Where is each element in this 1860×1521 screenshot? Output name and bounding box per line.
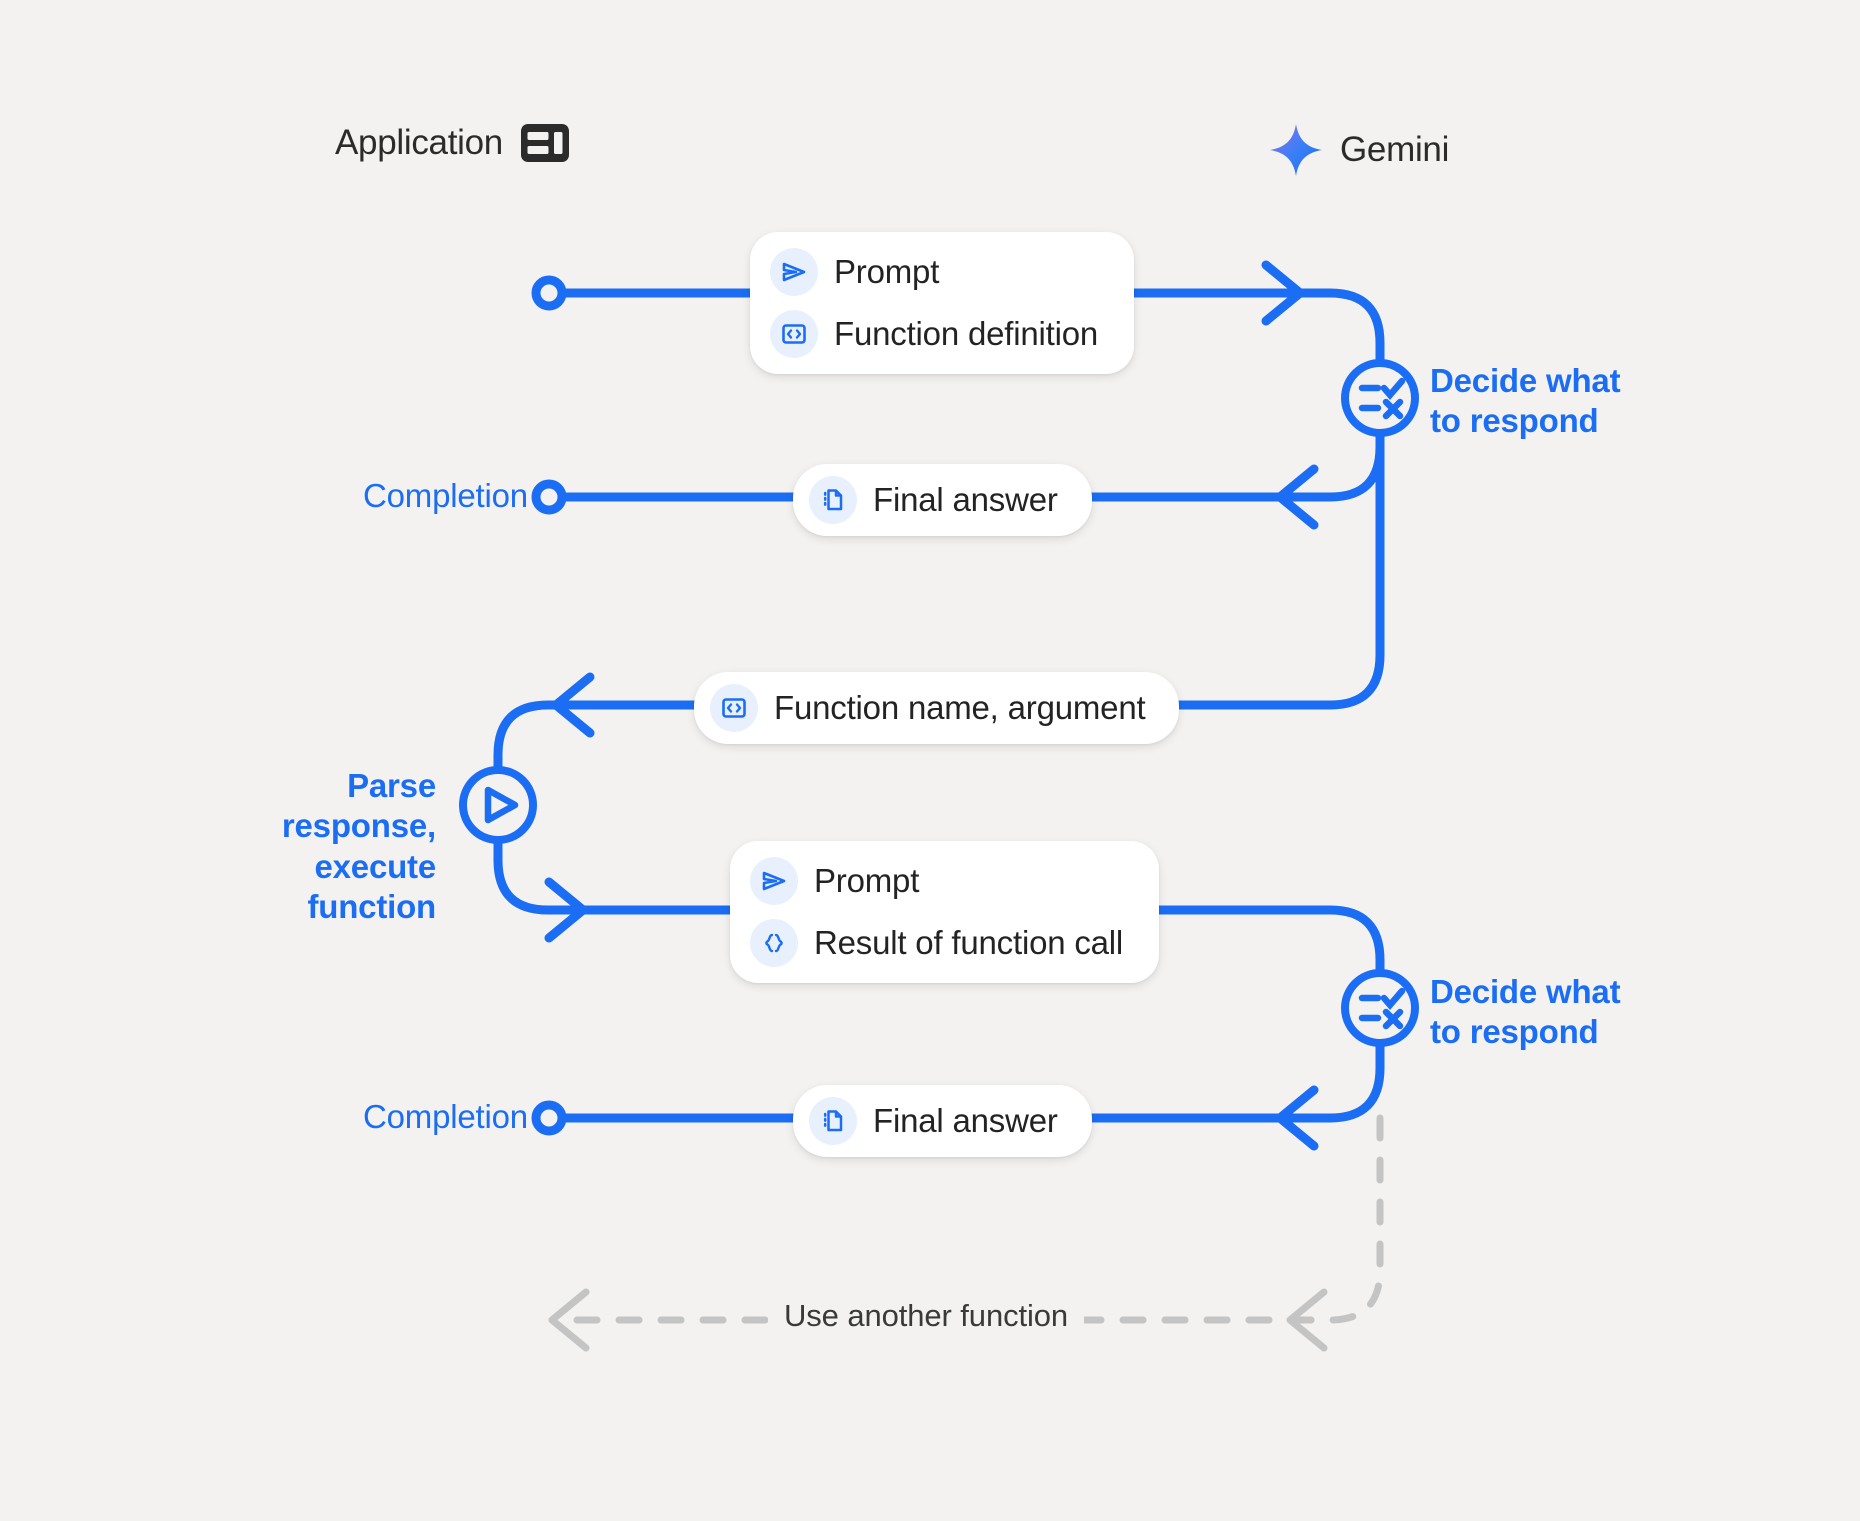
bubble-row-label: Final answer: [873, 481, 1058, 519]
send-prompt-icon: [750, 857, 798, 905]
dashboard-layout-icon: [519, 122, 571, 164]
message-bubble-function-call[interactable]: Function name, argument: [694, 672, 1180, 744]
bubble-row-label: Function name, argument: [774, 689, 1146, 727]
arrowhead-function-call: [551, 672, 595, 738]
bubble-row: Result of function call: [750, 919, 1123, 967]
process-node-decide-1[interactable]: [1341, 359, 1419, 437]
message-bubble-response-1[interactable]: Final answer: [793, 464, 1092, 536]
bubble-row-label: Function definition: [834, 315, 1099, 353]
arrowhead-loop-mid: [1286, 1288, 1328, 1352]
bubble-row-label: Result of function call: [814, 924, 1124, 962]
endpoint-label-completion-2: Completion: [363, 1098, 528, 1135]
process-label-decide-2: Decide what to respond: [1430, 973, 1621, 1051]
process-node-parse-execute[interactable]: [459, 766, 537, 844]
loop-back-path: [556, 1114, 1384, 1324]
bubble-row-label: Final answer: [873, 1102, 1058, 1140]
gemini-sparkle-icon: [1268, 122, 1324, 178]
flow-response-2: [544, 1015, 1385, 1123]
process-node-decide-2[interactable]: [1341, 969, 1419, 1047]
checklist-decision-icon: [1358, 377, 1406, 420]
bubble-row: Final answer: [809, 476, 1058, 524]
arrowhead-request-1: [1261, 260, 1305, 326]
arrowhead-request-2: [544, 877, 588, 943]
flow-request-2: [493, 815, 1385, 995]
arrowhead-response-1: [1275, 464, 1319, 530]
lane-label-application: Application: [335, 123, 503, 162]
lane-header-gemini: Gemini: [1268, 122, 1449, 178]
bubble-row-label: Prompt: [834, 253, 940, 291]
document-icon: [809, 1097, 857, 1145]
process-label-parse-execute: Parse response, execute function: [281, 767, 436, 925]
bubble-row: Function name, argument: [710, 684, 1146, 732]
lane-label-gemini: Gemini: [1340, 130, 1450, 169]
code-brackets-icon: [770, 310, 818, 358]
lane-header-application: Application: [335, 122, 571, 164]
message-bubble-request-1[interactable]: Prompt Function definition: [750, 232, 1135, 374]
arrowhead-response-2: [1275, 1085, 1319, 1151]
flow-request-1: [544, 288, 1385, 385]
send-prompt-icon: [770, 248, 818, 296]
bubble-row: Function definition: [770, 310, 1098, 358]
loop-back-label: Use another function: [768, 1298, 1085, 1334]
checklist-decision-icon: [1358, 987, 1406, 1030]
endpoint-dots: [531, 275, 567, 1136]
play-circle-icon: [484, 786, 519, 824]
bubble-row-label: Prompt: [814, 862, 920, 900]
bubble-row: Prompt: [750, 857, 1123, 905]
arrowhead-loop-left: [548, 1288, 590, 1352]
bubble-row: Prompt: [770, 248, 1098, 296]
code-brackets-icon: [710, 684, 758, 732]
document-icon: [809, 476, 857, 524]
bubble-row: Final answer: [809, 1097, 1058, 1145]
curly-braces-icon: [750, 919, 798, 967]
message-bubble-request-2[interactable]: Prompt Result of function call: [730, 841, 1160, 983]
process-label-decide-1: Decide what to respond: [1430, 362, 1621, 440]
endpoint-label-completion-1: Completion: [363, 477, 528, 514]
message-bubble-response-2[interactable]: Final answer: [793, 1085, 1092, 1157]
